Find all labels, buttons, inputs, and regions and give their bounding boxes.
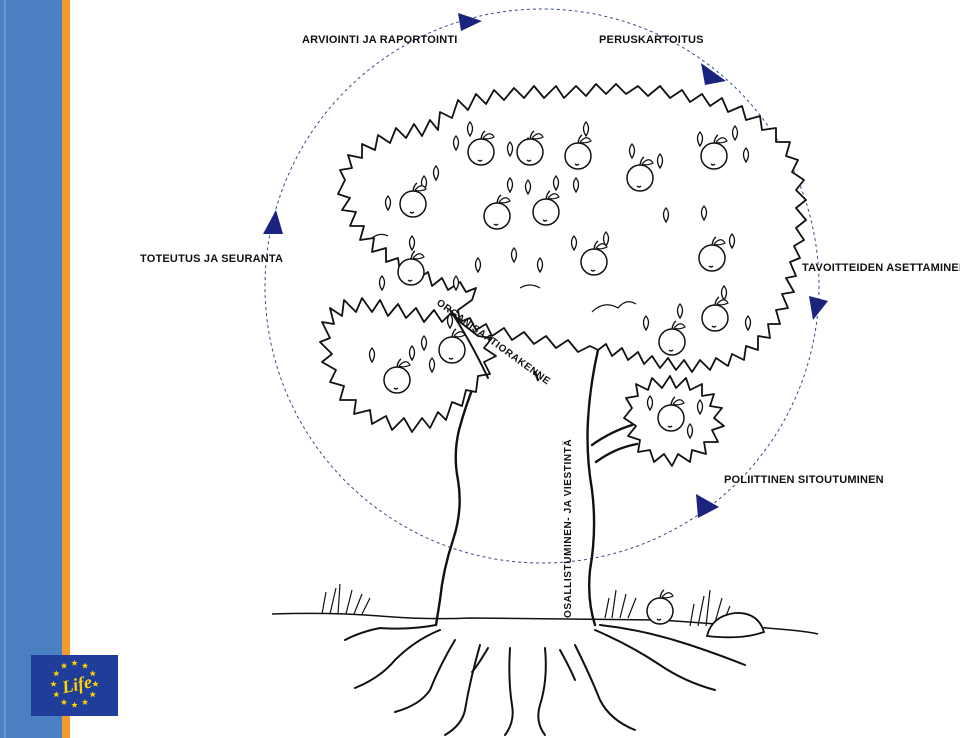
label-arviointi: ARVIOINTI JA RAPORTOINTI — [302, 34, 458, 46]
label-peruskartoitus: PERUSKARTOITUS — [599, 34, 704, 46]
label-tavoitteiden: TAVOITTEIDEN ASETTAMINEN — [802, 262, 960, 274]
grass-tufts — [321, 583, 731, 627]
tree-canopy — [319, 83, 807, 467]
cycle-arrow-top-right — [701, 63, 726, 85]
label-toteutus: TOTEUTUS JA SEURANTA — [140, 253, 283, 265]
cycle-arrow-top — [458, 13, 482, 31]
cycle-arrow-right — [809, 296, 828, 320]
sidebar-orange-bar — [62, 0, 70, 738]
cycle-circle — [264, 8, 820, 564]
label-osallistuminen: OSALLISTUMINEN- JA VIESTINTÄ — [561, 439, 574, 618]
cycle-arrow-bottom-right — [696, 494, 719, 518]
sidebar-stripe — [0, 0, 72, 738]
ground-line — [271, 612, 819, 635]
cycle-arrow-left — [263, 210, 283, 234]
stone — [705, 612, 766, 639]
sidebar-blue-bar — [0, 0, 62, 738]
label-poliittinen: POLIITTINEN SITOUTUMINEN — [724, 474, 884, 486]
tree-roots — [344, 624, 746, 736]
fallen-apple — [646, 589, 674, 625]
tree-trunk — [434, 348, 639, 627]
eu-life-logo: Life — [31, 655, 118, 716]
sidebar-edge-line — [4, 0, 6, 738]
